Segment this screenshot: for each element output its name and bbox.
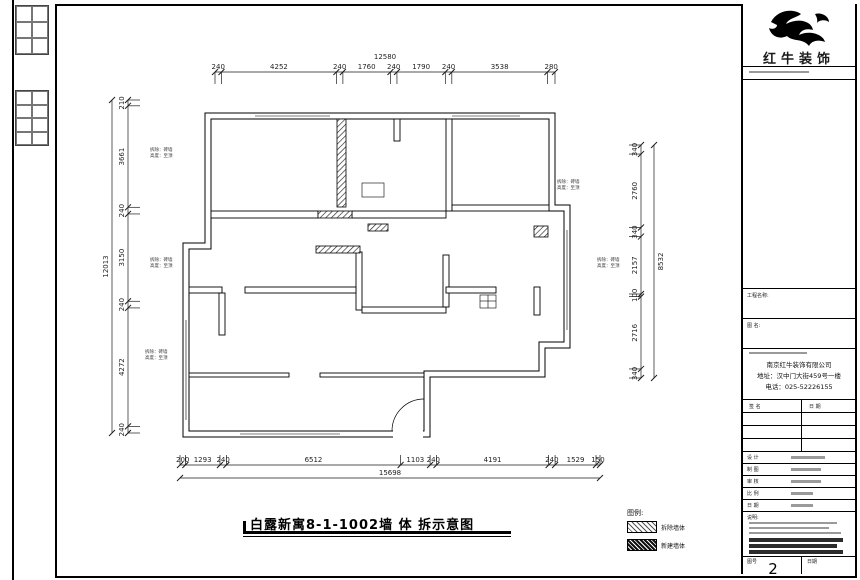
svg-text:150: 150 [591, 456, 604, 464]
svg-text:3150: 3150 [118, 249, 126, 267]
company-info: 南京红牛装饰有限公司 地址：汉中门大街459号一楼 电话：025-5222615… [743, 360, 855, 393]
svg-text:240: 240 [212, 63, 225, 71]
svg-text:280: 280 [545, 63, 558, 71]
project-name-label: 工程名称: [747, 293, 769, 299]
drawing-name-label: 图 名: [747, 323, 761, 329]
scale-label: 比 例 [747, 491, 759, 497]
wall-annotation-5: 拆除：砖墙高度：至顶 [597, 258, 620, 269]
signature-header: 签 名 [749, 404, 761, 410]
svg-text:3661: 3661 [118, 148, 126, 166]
interior-walls [188, 118, 550, 378]
drafter-label: 制 图 [747, 467, 759, 473]
drawing-title: 白露新寓8-1-1002墙 体 拆示意图 [250, 518, 475, 533]
svg-text:12013: 12013 [102, 255, 110, 277]
svg-text:1293: 1293 [194, 456, 212, 464]
sheet-number: 2 [768, 560, 778, 578]
company-address: 地址：汉中门大街459号一楼 [757, 372, 841, 380]
svg-text:2157: 2157 [631, 256, 639, 274]
svg-text:2760: 2760 [631, 182, 639, 200]
svg-text:200: 200 [176, 456, 189, 464]
legend-title: 图例: [627, 509, 644, 517]
redbull-logo-icon [769, 10, 829, 47]
svg-text:2716: 2716 [631, 323, 639, 341]
svg-text:1529: 1529 [567, 456, 585, 464]
svg-text:210: 210 [118, 96, 126, 109]
svg-text:6512: 6512 [305, 456, 323, 464]
svg-text:4272: 4272 [118, 358, 126, 376]
signoff-grid-bottom [15, 90, 49, 146]
brand-name: 红牛装饰 [762, 52, 835, 67]
svg-text:240: 240 [118, 298, 126, 311]
svg-text:240: 240 [118, 423, 126, 436]
svg-text:240: 240 [118, 204, 126, 217]
wall-annotation-2: 拆除：砖墙高度：至顶 [150, 258, 173, 269]
company-name: 南京红牛装饰有限公司 [766, 361, 832, 369]
drawing-frame-border [55, 4, 857, 578]
notes-label: 说明: [747, 515, 759, 521]
svg-text:240: 240 [442, 63, 455, 71]
svg-text:340: 340 [631, 143, 639, 156]
legend-item-demolish: 拆除墙体 [627, 521, 737, 533]
wall-outline [182, 112, 571, 438]
wall-annotation-3: 拆除：砖墙高度：至顶 [145, 350, 168, 361]
wall-annotation-4: 拆除：砖墙高度：至顶 [557, 180, 580, 191]
signoff-grid-top [15, 5, 49, 55]
checker-label: 审 核 [747, 479, 759, 485]
hatch-diagonal-swatch [627, 521, 657, 533]
svg-text:240: 240 [333, 63, 346, 71]
svg-text:240: 240 [216, 456, 229, 464]
svg-text:100: 100 [631, 289, 639, 302]
hatch-dense-swatch [627, 539, 657, 551]
svg-text:4191: 4191 [484, 456, 502, 464]
designer-label: 设 计 [747, 455, 759, 461]
sheet-no-label: 图号 [747, 559, 758, 565]
title-block: 红牛装饰 工程名称: 图 名: 南京红牛装饰有限公司 地址：汉中门大街459号一… [741, 4, 855, 578]
svg-text:8532: 8532 [657, 253, 665, 271]
legend-item-newwall: 新建墙体 [627, 539, 737, 551]
svg-text:15698: 15698 [379, 469, 401, 477]
dimension-lines: 240 4252 240 1760 240 1790 240 3538 280 12580 210 3… [102, 53, 665, 482]
svg-text:240: 240 [427, 456, 440, 464]
sheet-date-label: 日期 [807, 559, 818, 565]
date-label-row: 日 期 [747, 503, 759, 509]
svg-text:1103: 1103 [406, 456, 424, 464]
company-phone: 电话：025-52226155 [765, 383, 833, 391]
date-header: 日 期 [809, 404, 821, 410]
svg-text:240: 240 [387, 63, 400, 71]
title-underline [243, 531, 511, 534]
title-underline-thin [243, 536, 511, 537]
sheet-left-edge [12, 0, 14, 580]
svg-text:340: 340 [631, 225, 639, 238]
svg-text:340: 340 [631, 367, 639, 380]
title-underline-tick [243, 521, 246, 534]
svg-text:3538: 3538 [491, 63, 509, 71]
wall-annotation-1: 拆除：砖墙高度：至顶 [150, 148, 173, 159]
svg-text:240: 240 [545, 456, 558, 464]
fixture-symbol [479, 294, 497, 309]
entry-door [391, 398, 425, 439]
svg-text:4252: 4252 [270, 63, 288, 71]
legend: 图例: 拆除墙体 新建墙体 [627, 508, 737, 557]
svg-text:1760: 1760 [358, 63, 376, 71]
svg-text:1790: 1790 [412, 63, 430, 71]
demolished-wall-hatches [315, 118, 549, 254]
svg-text:12580: 12580 [374, 53, 396, 61]
